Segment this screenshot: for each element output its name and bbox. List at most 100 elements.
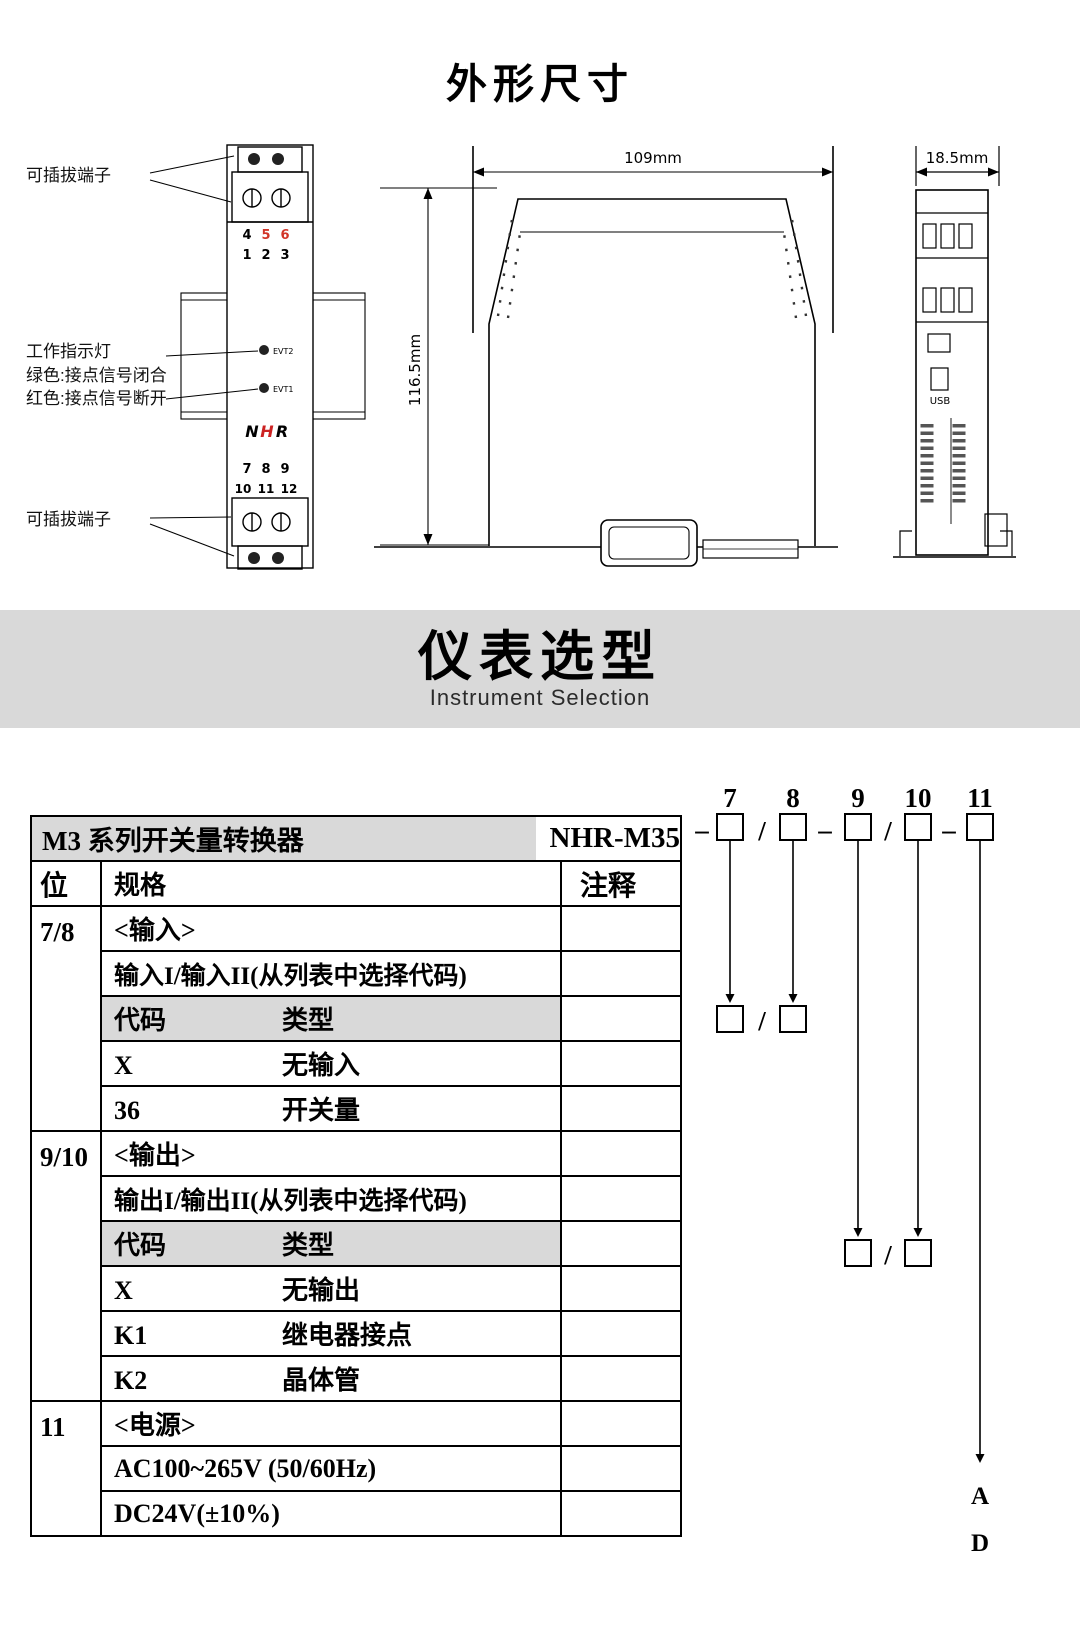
digit-9: 9 (851, 783, 865, 813)
callout-indicator-red: 红色:接点信号断开 (26, 389, 167, 408)
depth-dimension-label: 18.5mm (926, 149, 989, 167)
digit-11: 11 (967, 783, 993, 813)
led-evt1-icon (259, 383, 269, 393)
power-code-D: D (971, 1530, 989, 1557)
dim-arrow-icon (423, 188, 433, 199)
position-9-10: 9/10 (30, 1130, 102, 1402)
callout-indicator-title: 工作指示灯 (26, 342, 111, 361)
note-cell (560, 1265, 682, 1312)
note-cell (560, 1355, 682, 1402)
callout-terminal-bottom: 可插拔端子 (26, 510, 111, 529)
terminal-number: 7 (242, 462, 251, 477)
code-box-8 (779, 813, 807, 841)
type-value: 晶体管 (282, 1366, 361, 1395)
separator-dash: – (694, 815, 709, 845)
height-dimension-label: 116.5mm (406, 334, 424, 406)
type-value: 继电器接点 (282, 1321, 413, 1350)
power-option-ac: AC100~265V (50/60Hz) (100, 1445, 562, 1492)
terminal-number: 10 (235, 482, 252, 496)
output-code-box-1 (844, 1239, 872, 1267)
terminal-number: 6 (280, 228, 289, 243)
output-description: 输出I/输出II(从列表中选择代码) (100, 1175, 562, 1222)
code-row: 36 开关量 (100, 1085, 562, 1132)
code-col-header: 代码 (114, 1231, 167, 1260)
code-value: K2 (114, 1366, 148, 1395)
module-profile (488, 198, 816, 546)
callout-terminal-top: 可插拔端子 (26, 166, 111, 185)
series-header-cell: M3 系列开关量转换器 NHR-M35 (30, 815, 682, 862)
digit-8: 8 (786, 783, 800, 813)
type-value: 无输入 (282, 1051, 361, 1080)
position-11: 11 (30, 1400, 102, 1537)
rail-latch (984, 513, 1008, 547)
screw-icon (272, 153, 284, 165)
note-cell (560, 1400, 682, 1447)
callout-indicator-green: 绿色:接点信号闭合 (26, 366, 167, 385)
pointer-lines (725, 840, 985, 1463)
note-cell (560, 1220, 682, 1267)
arrow-icon (853, 1228, 863, 1237)
col-header-spec: 规格 (100, 860, 562, 907)
code-row: K2 晶体管 (100, 1355, 562, 1402)
separator-slash: / (757, 1006, 766, 1036)
type-value: 无输出 (282, 1276, 361, 1305)
separator-dash: – (941, 815, 956, 845)
arrow-icon (975, 1454, 985, 1463)
arrow-icon (913, 1228, 923, 1237)
note-cell (560, 1085, 682, 1132)
page-title: 外形尺寸 (446, 61, 634, 107)
dim-arrow-icon (822, 167, 833, 177)
separator-slash: / (757, 816, 766, 846)
dimension-drawing: 4 5 6 1 2 3 EVT2 EVT1 N H R 7 8 9 10 11 … (26, 144, 1016, 570)
note-cell (560, 950, 682, 997)
screw-icon (248, 552, 260, 564)
dim-arrow-icon (423, 534, 433, 545)
screw-icon (272, 552, 284, 564)
code-boxes: – / – / – (694, 813, 994, 846)
usb-label: USB (930, 396, 951, 407)
dim-arrow-icon (988, 167, 999, 177)
code-value: K1 (114, 1321, 148, 1350)
nhr-logo: H (260, 422, 274, 441)
position-7-8: 7/8 (30, 905, 102, 1132)
selection-table: M3 系列开关量转换器 NHR-M35 位 规格 注释 7/8 <输入> 输入I… (30, 815, 682, 1537)
note-cell (560, 1130, 682, 1177)
instrument-selection-banner: 仪表选型 Instrument Selection (0, 610, 1080, 728)
section-output: <输出> (100, 1130, 562, 1177)
separator-slash: / (883, 1240, 892, 1270)
front-view-text: 4 5 6 1 2 3 EVT2 EVT1 N H R 7 8 9 10 11 … (235, 228, 298, 496)
code-value: 36 (114, 1096, 140, 1125)
input-description: 输入I/输入II(从列表中选择代码) (100, 950, 562, 997)
module-body (226, 144, 314, 569)
dim-arrow-icon (916, 167, 927, 177)
arrow-icon (725, 994, 735, 1003)
digit-7: 7 (723, 783, 737, 813)
digit-10: 10 (905, 783, 932, 813)
col-header-note: 注释 (560, 860, 682, 907)
terminal-number: 8 (261, 462, 270, 477)
note-cell (560, 1040, 682, 1087)
banner-subtitle: Instrument Selection (429, 685, 651, 710)
section-input: <输入> (100, 905, 562, 952)
series-title: M3 系列开关量转换器 (33, 818, 536, 859)
input-code-target: / (716, 1005, 807, 1036)
nhr-logo: N (245, 422, 259, 441)
section-power: <电源> (100, 1400, 562, 1447)
led-evt2-icon (259, 345, 269, 355)
width-dimension-label: 109mm (624, 149, 682, 167)
bottom-connector (237, 545, 303, 570)
input-code-box-1 (716, 1005, 744, 1033)
model-number: NHR-M35 (549, 822, 680, 854)
code-box-9 (844, 813, 872, 841)
output-code-target: / (844, 1239, 932, 1270)
type-value: 开关量 (282, 1096, 361, 1125)
terminal-number: 12 (281, 482, 298, 496)
code-type-header: 代码类型 (100, 995, 562, 1042)
digit-labels: 7 8 9 10 11 (723, 783, 993, 813)
led-evt2-label: EVT2 (273, 347, 294, 356)
type-col-header: 类型 (282, 1006, 335, 1035)
terminal-number: 1 (242, 248, 251, 263)
code-type-header: 代码类型 (100, 1220, 562, 1267)
output-code-box-2 (904, 1239, 932, 1267)
